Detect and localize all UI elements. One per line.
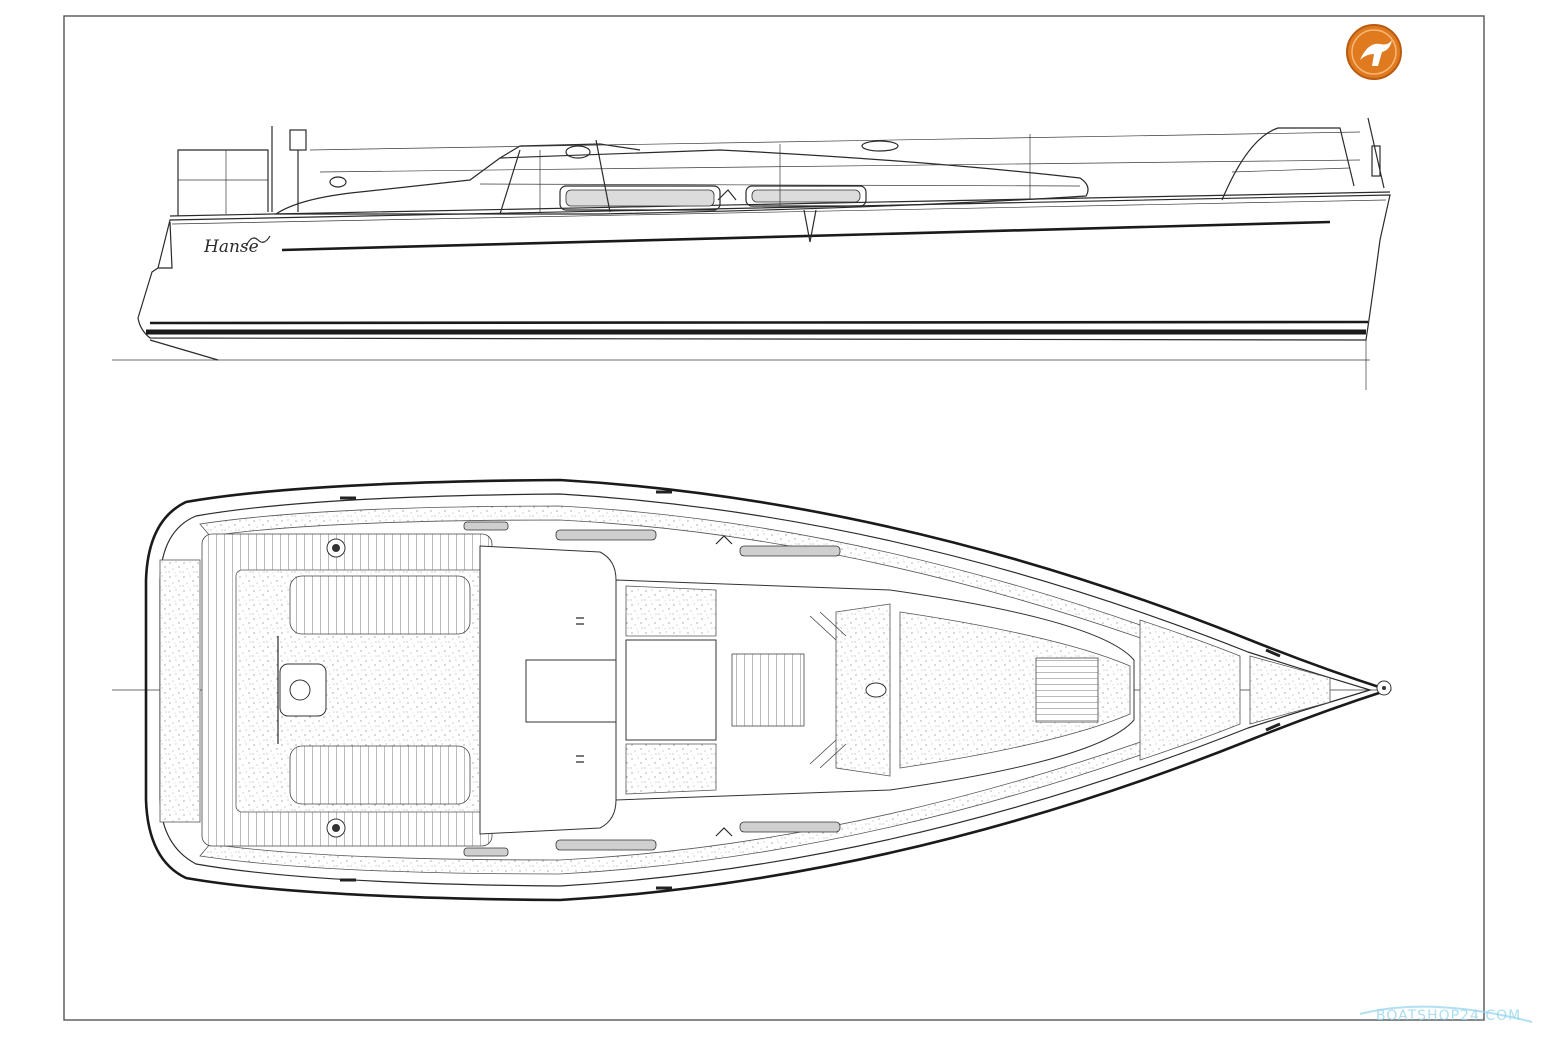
svg-text:BOATSHOP24.COM: BOATSHOP24.COM: [1376, 1008, 1521, 1024]
watermark: BOATSHOP24.COM: [1359, 1005, 1533, 1024]
hull-brand-text: Hanse: [203, 237, 259, 257]
drawing-frame: [63, 15, 1485, 1021]
side-profile-view: Hanse: [112, 117, 1391, 390]
mast-step-icon: [809, 603, 891, 777]
bow-roller-icon: [1376, 680, 1392, 696]
deck-plan-view: [112, 478, 1393, 902]
helm-wheel-icon: [277, 636, 327, 744]
seagull-logo-icon: [1346, 24, 1402, 80]
